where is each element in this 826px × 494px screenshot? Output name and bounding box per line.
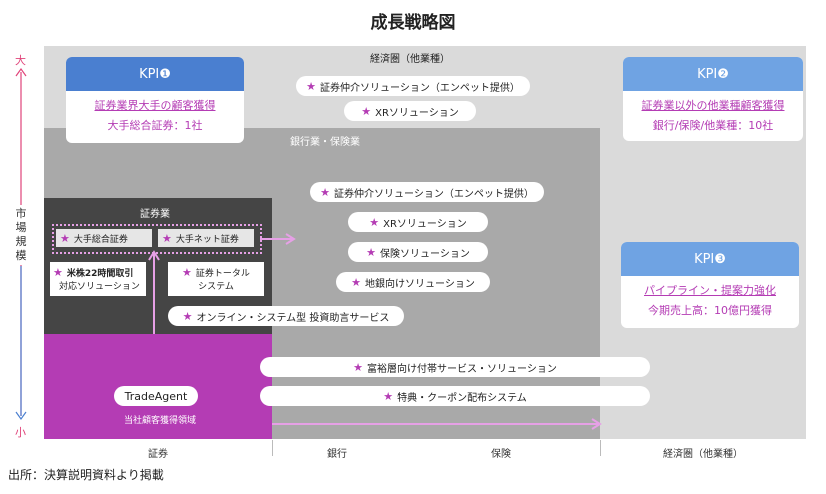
kpi2-line2: 銀行/保険/他業種：10社 [652, 119, 774, 132]
kpi3-line2: 今期売上高：10億円獲得 [648, 304, 772, 317]
star-icon: ★ [366, 245, 377, 259]
kpi3-head: KPI❸ [621, 242, 799, 276]
zone-ginko-hoken-label: 銀行業・保険業 [290, 137, 360, 148]
star-icon: ★ [383, 389, 394, 403]
kpi1-card: KPI❶ 証券業界大手の顧客獲得 大手総合証券：1社 [66, 57, 244, 143]
pill-xr-mid: ★XRソリューション [348, 212, 488, 232]
star-icon: ★ [162, 231, 172, 245]
box-ote-sogo-shoken: ★大手総合証券 [56, 229, 152, 247]
divider [600, 440, 601, 456]
pill-fuyuso: ★富裕層向け付帯サービス・ソリューション [260, 357, 650, 377]
star-icon: ★ [60, 231, 70, 245]
divider [272, 440, 273, 456]
kpi3-card: KPI❸ パイプライン・提案力強化 今期売上高：10億円獲得 [621, 242, 799, 328]
pill-xr-top: ★XRソリューション [344, 101, 476, 121]
star-icon: ★ [182, 266, 192, 279]
kpi1-head: KPI❶ [66, 57, 244, 91]
kpi1-line2: 大手総合証券：1社 [107, 119, 203, 132]
zone-own-customer-label: 当社顧客獲得領域 [123, 416, 196, 426]
box-shoken-total-system: ★証券トータル システム [168, 262, 264, 296]
bottom-axis-shoken: 証券 [148, 449, 168, 460]
zone-keizai-label: 経済圏（他業種） [370, 54, 450, 65]
pill-chigin: ★地銀向けソリューション [336, 272, 490, 292]
star-icon: ★ [351, 275, 362, 289]
star-icon: ★ [306, 79, 317, 93]
pill-shoken-chukai-mid: ★証券仲介ソリューション（エンペット提供） [310, 182, 544, 202]
axis-bottom-label: 小 [15, 426, 26, 439]
star-icon: ★ [182, 309, 193, 323]
star-icon: ★ [320, 185, 331, 199]
kpi2-card: KPI❷ 証券業以外の他業種顧客獲得 銀行/保険/他業種：10社 [623, 57, 803, 141]
box-ote-net-shoken: ★大手ネット証券 [158, 229, 254, 247]
axis-market-size-label: 市 場 規 模 [14, 205, 28, 265]
bottom-axis-hoken: 保険 [491, 449, 511, 460]
bottom-axis-keizai: 経済圏（他業種） [663, 449, 743, 460]
kpi2-head: KPI❷ [623, 57, 803, 91]
pill-hoken: ★保険ソリューション [348, 242, 488, 262]
pill-trade-agent: TradeAgent [114, 386, 198, 406]
page-title: 成長戦略図 [370, 13, 456, 33]
kpi1-line1: 証券業界大手の顧客獲得 [94, 99, 216, 112]
star-icon: ★ [369, 215, 380, 229]
star-icon: ★ [53, 266, 63, 279]
source-note: 出所：決算説明資料より掲載 [8, 468, 164, 482]
kpi3-line1: パイプライン・提案力強化 [644, 284, 776, 297]
star-icon: ★ [353, 360, 364, 374]
star-icon: ★ [361, 104, 372, 118]
bottom-axis-ginko: 銀行 [327, 449, 347, 460]
pill-shoken-chukai-top: ★証券仲介ソリューション（エンペット提供） [296, 76, 530, 96]
kpi2-line1: 証券業以外の他業種顧客獲得 [641, 99, 785, 112]
pill-online-advisory: ★オンライン・システム型 投資助言サービス [168, 306, 404, 326]
axis-top-label: 大 [15, 54, 26, 67]
zone-shoken-label: 証券業 [140, 209, 170, 220]
box-us-stock-22h: ★米株22時間取引 対応ソリューション [50, 262, 146, 296]
pill-tokuten-coupon: ★特典・クーポン配布システム [260, 386, 650, 406]
